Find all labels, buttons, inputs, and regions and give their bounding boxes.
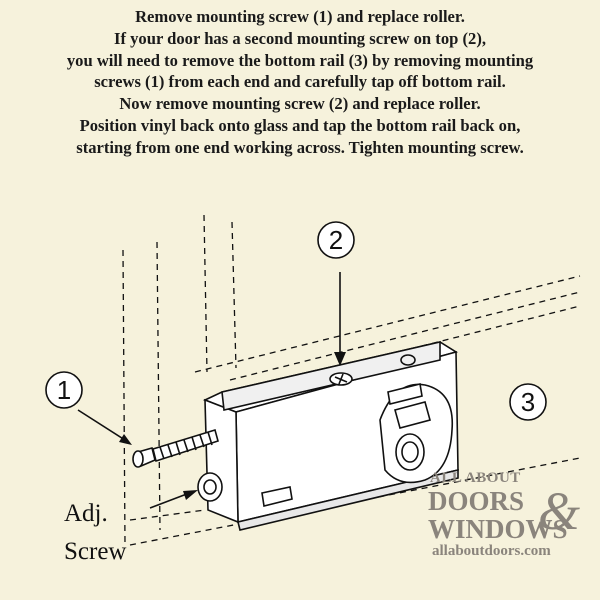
adjusting-screw-label-line2: Screw [64, 538, 127, 565]
callout-3-circle [509, 383, 547, 421]
instructions-text: Remove mounting screw (1) and replace ro… [0, 6, 600, 159]
brand-ampersand: & [538, 481, 581, 541]
adjustment-screw [197, 472, 223, 502]
housing-tabs [261, 383, 423, 507]
brand-line2: DOORS [428, 486, 525, 516]
arrow-heads [119, 352, 346, 500]
callout-3: 3 [509, 383, 547, 421]
brand-line1: ALL ABOUT [430, 470, 521, 486]
callout-2-label: 2 [329, 225, 343, 255]
glass-guide-lines [122, 214, 237, 546]
adjusting-screw-label-line1: Adj. [64, 500, 108, 527]
instruction-line: Position vinyl back onto glass and tap t… [79, 115, 521, 135]
instruction-line: you will need to remove the bottom rail … [66, 50, 534, 70]
brand-watermark: ALL ABOUT DOORS & WINDOWS allaboutdoors.… [420, 470, 600, 560]
callout-3-label: 3 [521, 387, 535, 417]
callout-2: 2 [317, 221, 355, 259]
top-mounting-screw [329, 372, 353, 386]
housing-hole [400, 354, 416, 366]
mounting-screw-1 [132, 428, 219, 468]
callout-1-label: 1 [57, 375, 71, 405]
instruction-line: starting from one end working across. Ti… [76, 137, 524, 157]
callout-2-circle [317, 221, 355, 259]
callout-1-circle [45, 371, 83, 409]
callout-1: 1 [45, 371, 83, 409]
brand-line3: WINDOWS [428, 514, 568, 544]
instruction-line: Now remove mounting screw (2) and replac… [119, 94, 481, 114]
instruction-line: If your door has a second mounting screw… [113, 28, 486, 48]
instruction-line: Remove mounting screw (1) and replace ro… [135, 7, 465, 26]
instruction-line: screws (1) from each end and carefully t… [94, 72, 506, 92]
brand-url: allaboutdoors.com [432, 543, 551, 559]
